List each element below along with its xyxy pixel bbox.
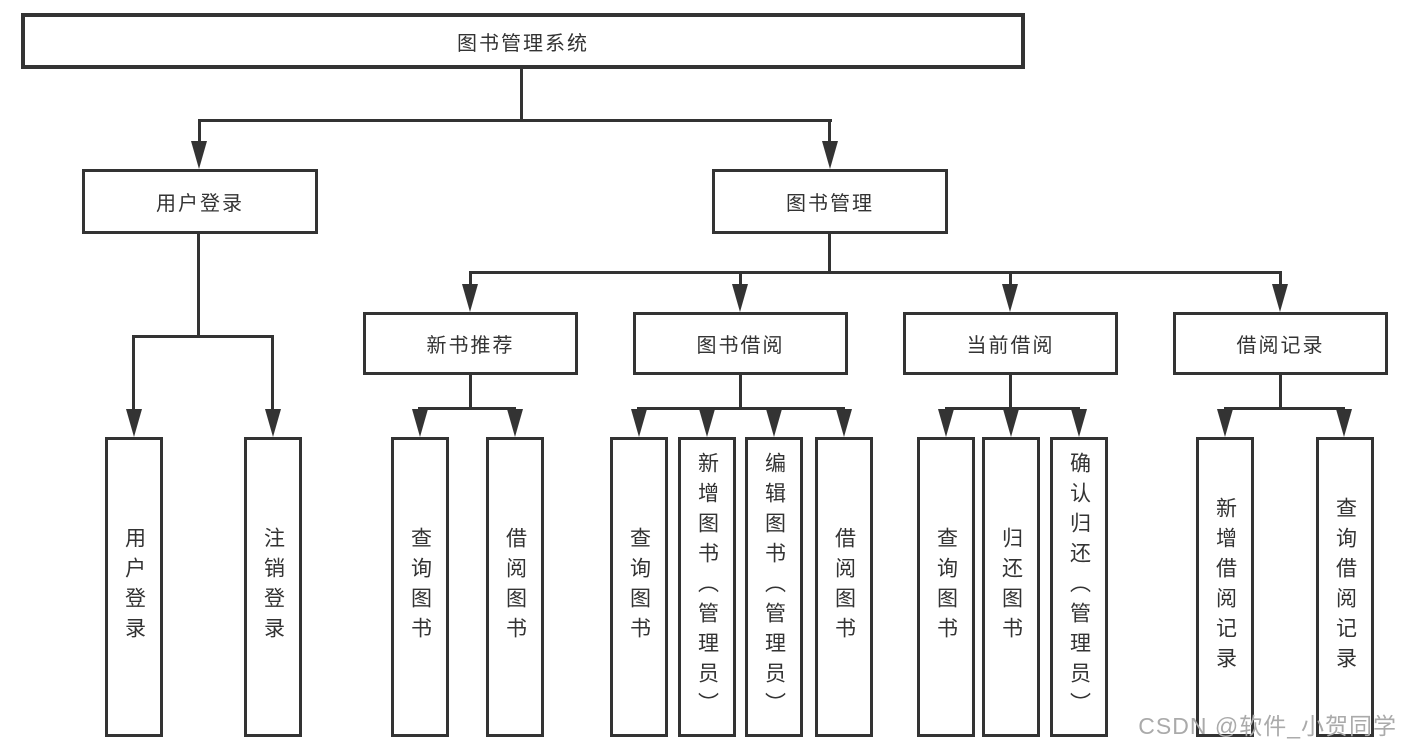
connector-new-book-drop (469, 375, 472, 410)
arrow-leaf-query-1 (412, 409, 428, 437)
connector-level3-hline (469, 271, 1282, 274)
arrow-leaf-login (126, 409, 142, 437)
connector-stem-current-borrow (1009, 274, 1012, 286)
node-current-borrow-label: 当前借阅 (966, 335, 1055, 357)
arrow-current-borrow (1002, 284, 1018, 312)
leaf-add-book-admin-label: 新增图书（管理员） (695, 452, 719, 722)
leaf-add-borrow-record: 新增借阅记录 (1196, 437, 1254, 737)
connector-stem-leaf-login (132, 338, 135, 409)
arrow-leaf-confirm-return (1071, 409, 1087, 437)
leaf-add-borrow-record-label: 新增借阅记录 (1213, 497, 1237, 677)
leaf-query-borrow-record: 查询借阅记录 (1316, 437, 1374, 737)
node-current-borrow: 当前借阅 (903, 312, 1118, 375)
arrow-leaf-query-2 (631, 409, 647, 437)
leaf-borrow-book-1-label: 借阅图书 (503, 527, 527, 647)
leaf-query-book-2-label: 查询图书 (627, 527, 651, 647)
arrow-leaf-borrow-1 (507, 409, 523, 437)
arrow-leaf-add-record (1217, 409, 1233, 437)
arrow-leaf-add-book (699, 409, 715, 437)
leaf-borrow-book-2-label: 借阅图书 (832, 527, 856, 647)
connector-stem-user-login (198, 122, 201, 141)
leaf-logout-label: 注销登录 (261, 527, 285, 647)
leaf-query-book-3-label: 查询图书 (934, 527, 958, 647)
arrow-leaf-query-3 (938, 409, 954, 437)
arrow-leaf-query-record (1336, 409, 1352, 437)
connector-user-login-drop (197, 233, 200, 335)
connector-borrow-record-drop (1279, 375, 1282, 410)
leaf-query-book-1-label: 查询图书 (408, 527, 432, 647)
arrow-borrow-record (1272, 284, 1288, 312)
leaf-user-login-label: 用户登录 (122, 527, 146, 647)
leaf-logout: 注销登录 (244, 437, 302, 737)
node-new-book-recommend-label: 新书推荐 (426, 335, 515, 357)
arrow-user-login (191, 141, 207, 169)
arrow-new-book (462, 284, 478, 312)
connector-current-borrow-drop (1009, 375, 1012, 410)
node-book-borrow: 图书借阅 (633, 312, 848, 375)
leaf-query-book-3: 查询图书 (917, 437, 975, 737)
connector-current-borrow-hline (945, 407, 1080, 410)
connector-book-borrow-hline (637, 407, 845, 410)
leaf-edit-book-admin: 编辑图书（管理员） (745, 437, 803, 737)
leaf-user-login: 用户登录 (105, 437, 163, 737)
leaf-query-book-2: 查询图书 (610, 437, 668, 737)
connector-book-mgmt-drop (828, 234, 831, 274)
arrow-leaf-logout (265, 409, 281, 437)
leaf-borrow-book-2: 借阅图书 (815, 437, 873, 737)
arrow-book-borrow (732, 284, 748, 312)
connector-stem-book-mgmt (828, 122, 831, 141)
connector-new-book-hline (418, 407, 516, 410)
leaf-confirm-return-admin: 确认归还（管理员） (1050, 437, 1108, 737)
leaf-borrow-book-1: 借阅图书 (486, 437, 544, 737)
leaf-confirm-return-admin-label: 确认归还（管理员） (1067, 452, 1091, 722)
connector-stem-leaf-logout (271, 338, 274, 409)
leaf-query-borrow-record-label: 查询借阅记录 (1333, 497, 1357, 677)
connector-book-borrow-drop (739, 375, 742, 410)
connector-root-drop (520, 68, 523, 119)
node-book-management: 图书管理 (712, 169, 948, 234)
arrow-leaf-borrow-2 (836, 409, 852, 437)
connector-user-login-hline (132, 335, 274, 338)
watermark: CSDN @软件_小贺同学 (1138, 713, 1397, 739)
node-root: 图书管理系统 (21, 13, 1025, 69)
arrow-leaf-edit-book (766, 409, 782, 437)
leaf-add-book-admin: 新增图书（管理员） (678, 437, 736, 737)
connector-stem-book-borrow (739, 274, 742, 286)
node-book-borrow-label: 图书借阅 (696, 335, 785, 357)
connector-stem-new-book (469, 274, 472, 286)
leaf-query-book-1: 查询图书 (391, 437, 449, 737)
connector-stem-borrow-record (1279, 274, 1282, 286)
leaf-edit-book-admin-label: 编辑图书（管理员） (762, 452, 786, 722)
arrow-book-mgmt (822, 141, 838, 169)
node-book-management-label: 图书管理 (786, 193, 874, 215)
node-new-book-recommend: 新书推荐 (363, 312, 578, 375)
node-borrow-record-label: 借阅记录 (1236, 335, 1325, 357)
node-user-login: 用户登录 (82, 169, 318, 234)
arrow-leaf-return-book (1003, 409, 1019, 437)
connector-root-hline (198, 119, 832, 122)
leaf-return-book-label: 归还图书 (999, 527, 1023, 647)
node-user-login-label: 用户登录 (156, 193, 244, 215)
node-borrow-record: 借阅记录 (1173, 312, 1388, 375)
leaf-return-book: 归还图书 (982, 437, 1040, 737)
connector-borrow-record-hline (1224, 407, 1345, 410)
node-root-label: 图书管理系统 (457, 32, 589, 55)
